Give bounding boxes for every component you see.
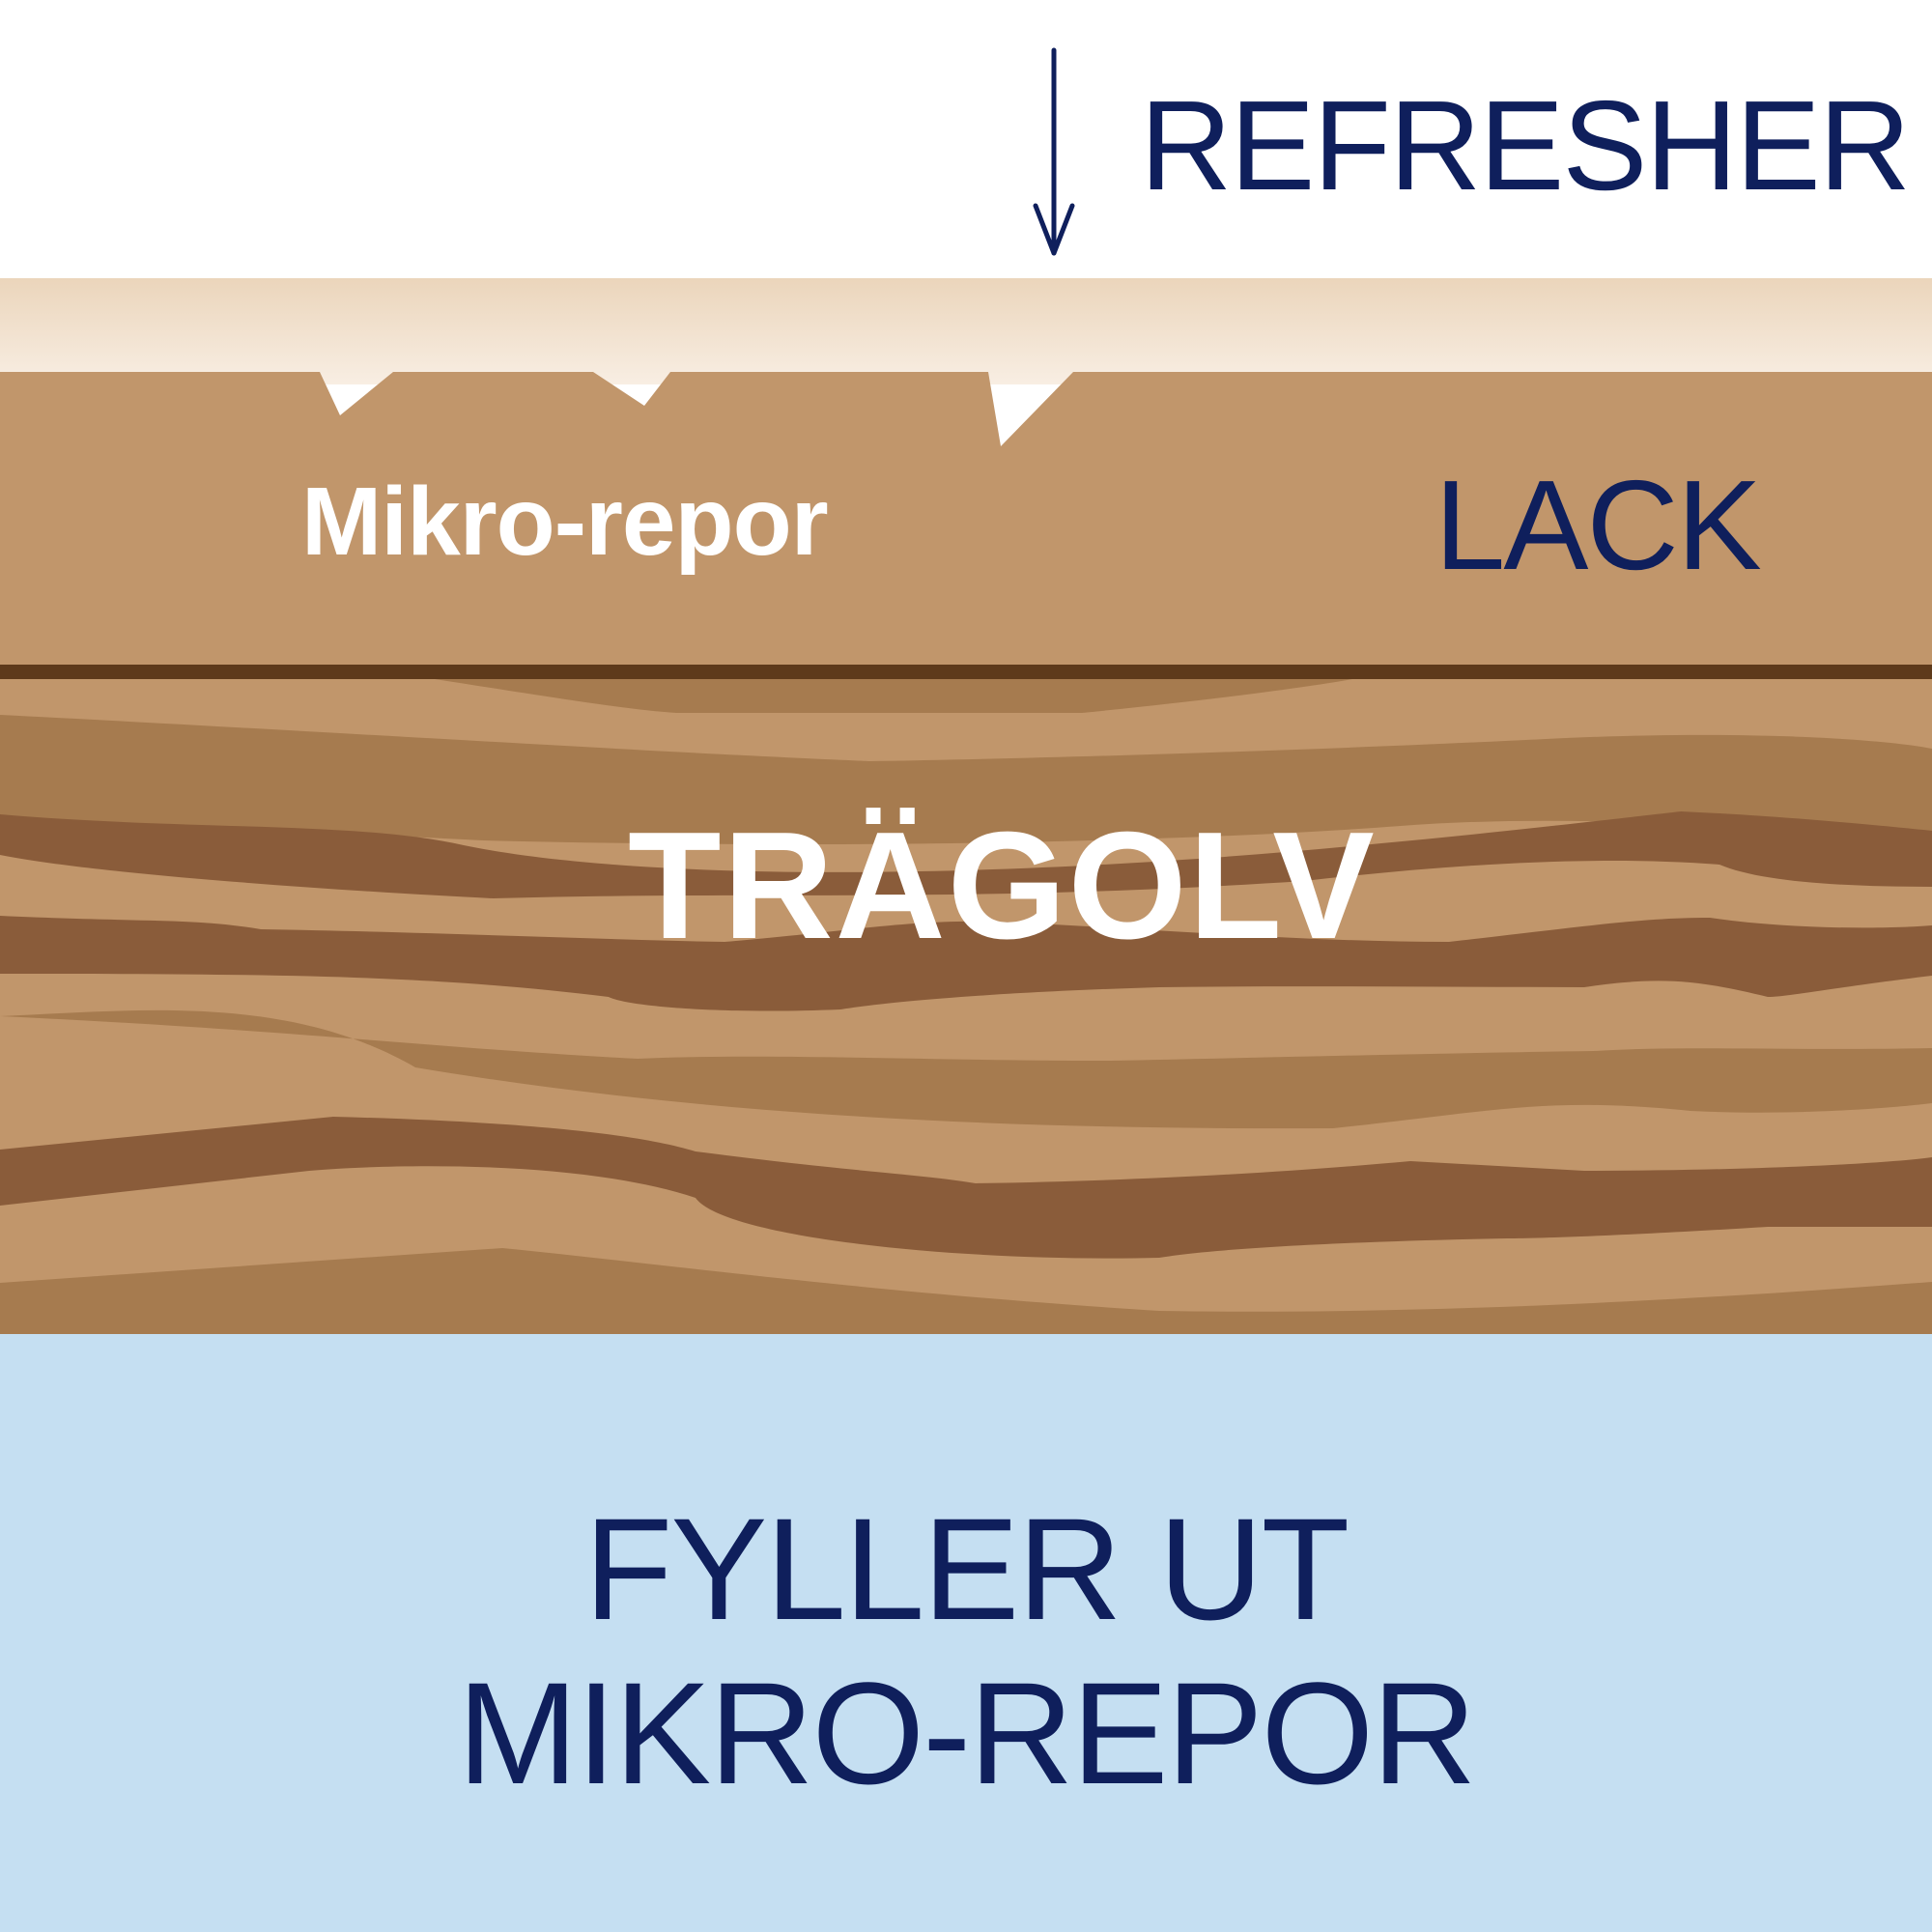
lacquer-wood-separator	[0, 665, 1932, 679]
lacquer-label: LACK	[1435, 454, 1762, 596]
refresher-label: REFRESHER	[1140, 74, 1911, 216]
wood-grain	[0, 916, 1932, 1011]
arrow-down-icon	[1033, 47, 1075, 256]
caption-line-1: FYLLER UT	[583, 1488, 1350, 1650]
wood-grain	[0, 715, 1932, 845]
caption-panel	[0, 1334, 1932, 1932]
micro-scratches-label: Mikro-repor	[301, 468, 829, 576]
lacquer-layer	[0, 372, 1932, 667]
refresher-layer	[0, 278, 1932, 384]
wood-grain	[0, 1009, 1932, 1129]
caption: FYLLER UT MIKRO-REPOR	[0, 1488, 1932, 1815]
caption-line-2: MIKRO-REPOR	[457, 1651, 1476, 1814]
wood-grain	[0, 811, 1932, 898]
wood-grain	[435, 679, 1352, 713]
wood-floor-label: TRÄGOLV	[628, 801, 1377, 971]
wood-grain	[0, 1117, 1932, 1259]
wood-grain	[0, 1248, 1932, 1334]
background-top	[0, 0, 1932, 280]
